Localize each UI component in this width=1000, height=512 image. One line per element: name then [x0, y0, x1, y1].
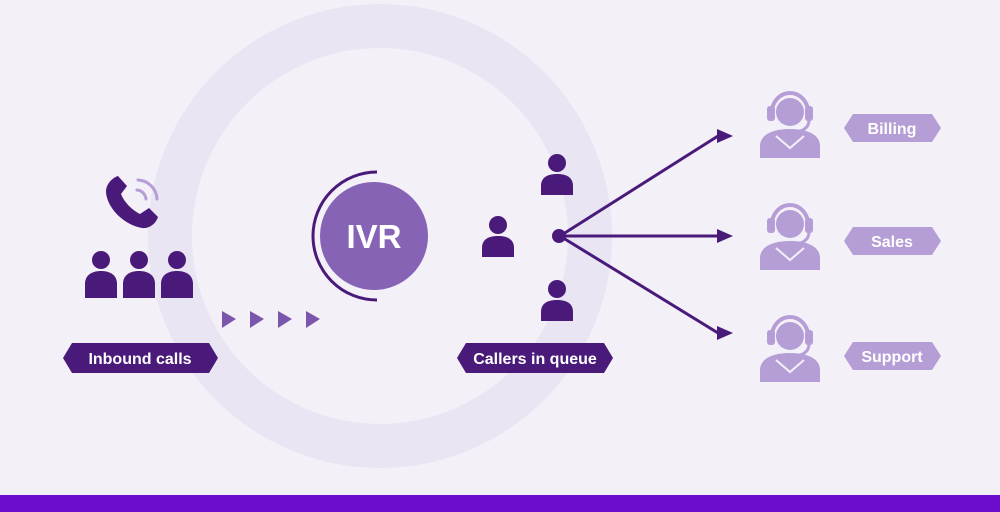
inbound-calls-tag: Inbound calls [63, 343, 218, 373]
bottom-bar [0, 495, 1000, 512]
route-arrowheads [717, 129, 733, 340]
sales-tag: Sales [844, 227, 941, 255]
routing-node [552, 229, 566, 243]
support-tag: Support [844, 342, 941, 370]
sales-label: Sales [871, 234, 913, 251]
callers-in-queue-tag: Callers in queue [457, 343, 613, 373]
route-line-billing [559, 134, 719, 238]
queue-caller-icon [541, 154, 573, 195]
headset-agent-icon [760, 91, 820, 158]
queue-caller-icon [541, 280, 573, 321]
ivr-arc [311, 170, 378, 302]
inbound-calls-label: Inbound calls [88, 351, 191, 368]
ivr-label: IVR [346, 218, 401, 255]
caller-icon [161, 251, 193, 298]
flow-arrow [306, 311, 320, 328]
route-line-support [559, 234, 719, 335]
phone-icon [106, 176, 159, 229]
billing-label: Billing [868, 121, 917, 138]
flow-arrow [278, 311, 292, 328]
billing-tag: Billing [844, 114, 941, 142]
caller-icon [123, 251, 155, 298]
callers-in-queue-label: Callers in queue [473, 351, 597, 368]
ivr-circle [320, 182, 428, 290]
headset-agent-icon [760, 203, 820, 270]
routing-connectors [559, 134, 719, 335]
route-arrowhead [717, 326, 733, 340]
support-label: Support [861, 349, 923, 366]
queue-caller-icon [482, 216, 514, 257]
flow-arrows [222, 311, 320, 328]
caller-icon [85, 251, 117, 298]
route-arrowhead [717, 129, 733, 143]
flow-arrow [250, 311, 264, 328]
flow-arrow [222, 311, 236, 328]
route-arrowhead [717, 229, 733, 243]
headset-agent-icon [760, 315, 820, 382]
